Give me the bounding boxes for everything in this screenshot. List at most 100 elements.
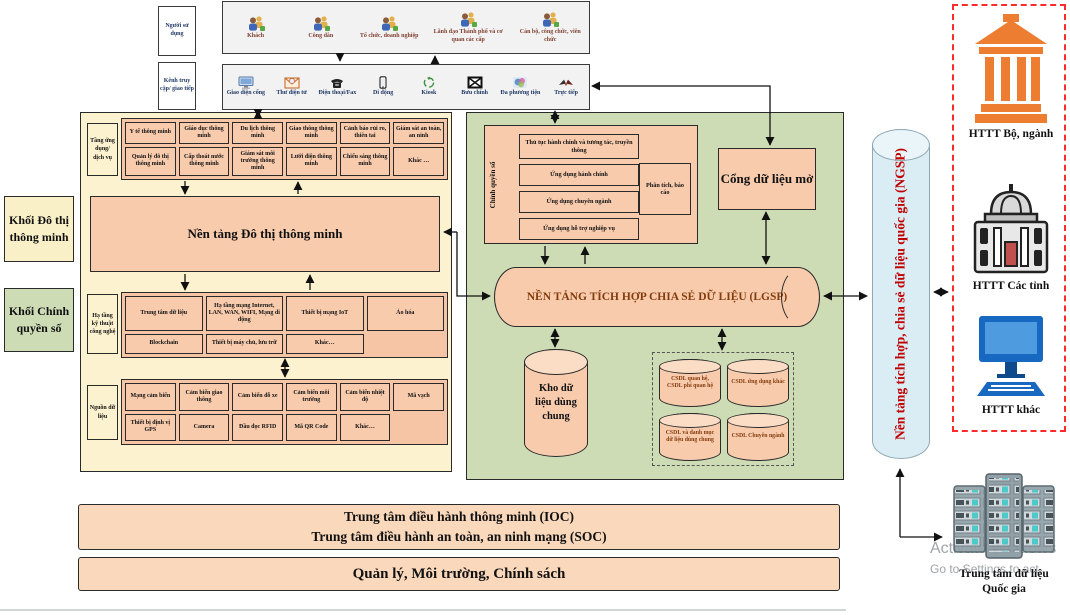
service-item: Y tế thông minh [125,122,176,144]
channel-label: Thư điện tử [276,90,307,97]
data-source-item: Mã vạch [393,383,444,411]
service-item: Cảnh báo rủi ro, thiên tai [339,122,391,144]
side-label-smart-city: Khối Đô thị thông minh [4,196,74,262]
multimedia-icon [513,77,528,89]
channel-label: Di động [373,90,394,97]
kiosk-icon [423,76,435,89]
user-item-lanh-dao: Lãnh đạo Thành phố và cơ quan các cấp [425,2,512,53]
channel-label: Kiosk [421,90,437,97]
users-group-icon [543,12,560,28]
external-system-provinces: HTTT Các tỉnh [954,184,1068,292]
cylinder-cap [727,413,789,428]
service-layer-label-text: Tầng ứng dụng/ dịch vụ [90,138,115,161]
infra-item: Trung tâm dữ liệu [125,296,203,331]
user-item-label: Cán bộ, công chức, viên chức [519,29,581,43]
ngsp-cylinder: Nền tảng tích hợp, chia sẻ dữ liệu quốc … [872,129,930,459]
channel-portal: Giao diện cổng [223,65,269,109]
service-item: Giám sát an toàn, an ninh [393,122,444,144]
ioc-line: Trung tâm điều hành thông minh (IOC) [343,509,575,525]
lgsp-cylinder: NỀN TẢNG TÍCH HỢP CHIA SẺ DỮ LIỆU (LGSP) [494,267,820,327]
service-item: Cấp thoát nước thông minh [178,146,230,176]
csdl-text: CSDL và danh mục dữ liệu dùng chung [665,429,715,443]
window-bottom-edge [0,609,846,611]
users-group-icon [248,16,265,31]
data-source-item: Cảm biến nhiệt độ [339,383,391,411]
service-item: Chiếu sáng thông minh [339,146,391,176]
users-group-icon [461,12,478,28]
service-item: Quản lý đô thị thông minh [125,146,176,176]
service-item: Giám sát môi trường thông minh [232,146,283,176]
service-item: Khác … [393,146,444,176]
channel-mobile: Di động [360,65,406,109]
user-item-khach: Khách [223,2,288,53]
shared-data-warehouse-cylinder: Kho dữ liệu dùng chung [524,349,588,457]
side-label-digital-gov-text: Khối Chính quyền số [8,304,70,335]
cylinder-cap [659,359,721,374]
gov-app-item: Ứng dụng hỗ trợ nghiệp vụ [519,218,639,240]
data-source-item: Camera [178,413,230,441]
gov-app-item: Ứng dụng chuyên ngành [519,191,639,213]
infra-item: Blockchain [125,333,203,354]
infra-item: Khác… [286,333,364,354]
channel-label: Điện thoại/Fax [318,90,357,97]
gov-group-vertical-label: Chính quyền số [489,161,497,209]
national-data-center: Trung tâm dữ liệu Quốc gia [944,470,1064,597]
user-item-label: Lãnh đạo Thành phố và cơ quan các cấp [433,29,503,43]
smart-city-platform-text: Nền tảng Đô thị thông minh [187,226,343,241]
analytics-report-box: Phân tích, báo cáo [639,163,691,215]
users-group-icon [313,16,330,31]
csdl-cylinder: CSDL quan hệ, CSDL phi quan hệ [659,359,721,407]
channels-side-label-text: Kênh truy cập/ giao tiếp [160,78,194,92]
channel-label: Bưu chính [461,90,489,97]
server-rack-icon [953,473,1055,559]
users-side-label: Người sử dụng [158,6,196,56]
data-source-label-text: Nguồn dữ liệu [89,405,116,420]
data-source-item: Thiết bị định vị GPS [125,413,176,441]
channel-postal: Bưu chính [452,65,498,109]
data-source-item: Cảm biến đỗ xe [232,383,283,411]
csdl-text: CSDL ứng dụng khác [731,379,785,386]
user-item-label: Khách [247,32,265,39]
mobile-icon [379,76,387,90]
external-system-label: HTTT khác [981,404,1041,416]
users-group-icon [382,16,399,31]
service-item: Lưới điện thông minh [286,146,337,176]
service-item: Du lịch thông minh [232,122,283,144]
infra-item: Thiết bị máy chủ, lưu trữ [205,333,283,354]
cylinder-cap [781,269,817,325]
external-systems-box: HTTT Bộ, ngành HTTT Các tỉnh [952,4,1066,432]
handshake-icon [559,80,574,87]
cylinder-cap [659,413,721,428]
csdl-group: CSDL quan hệ, CSDL phi quan hệ CSDL ứng … [652,352,794,466]
data-source-item: Khác… [339,413,391,441]
activate-windows-watermark-line2: Go to Settings to act... [930,562,1049,576]
government-building-icon [973,184,1049,274]
open-data-portal-text: Cổng dữ liệu mở [720,171,814,186]
channel-direct: Trực tiếp [543,65,589,109]
computer-icon [977,316,1045,396]
users-panel: Khách Công dân Tổ chức, doanh nghiệp Lãn… [222,1,590,54]
external-system-label: HTTT Bộ, ngành [968,128,1054,140]
service-item: Giáo dục thông minh [178,122,230,144]
lgsp-text: NỀN TẢNG TÍCH HỢP CHIA SẺ DỮ LIỆU (LGSP) [526,291,788,303]
cylinder-cap [727,359,789,374]
infra-item: Thiết bị mạng IoT [286,296,364,331]
cylinder-cap [872,129,930,161]
data-source-grid: Mạng cảm biến Cảm biến giao thông Cảm bi… [121,379,448,445]
channel-label: Trực tiếp [554,90,578,97]
data-source-item: Đầu đọc RFID [232,413,283,441]
csdl-cylinder: CSDL và danh mục dữ liệu dùng chung [659,413,721,461]
soc-line: Trung tâm điều hành an toàn, an ninh mạn… [311,529,607,544]
data-source-label: Nguồn dữ liệu [87,385,118,440]
phone-icon [331,79,344,89]
bank-icon [975,14,1047,123]
smart-city-platform: Nền tảng Đô thị thông minh [90,196,440,272]
users-side-label-text: Người sử dụng [165,23,189,37]
open-data-portal: Cổng dữ liệu mở [718,148,816,210]
governance-bar-text: Quản lý, Môi trường, Chính sách [352,565,566,582]
user-item-cong-dan: Công dân [288,2,353,53]
cylinder-cap [524,349,588,375]
channels-panel: Giao diện cổng Thư điện tử Điện thoại/Fa… [222,64,590,110]
data-source-item: Mạng cảm biến [125,383,176,411]
data-source-item: Cảm biến giao thông [178,383,230,411]
